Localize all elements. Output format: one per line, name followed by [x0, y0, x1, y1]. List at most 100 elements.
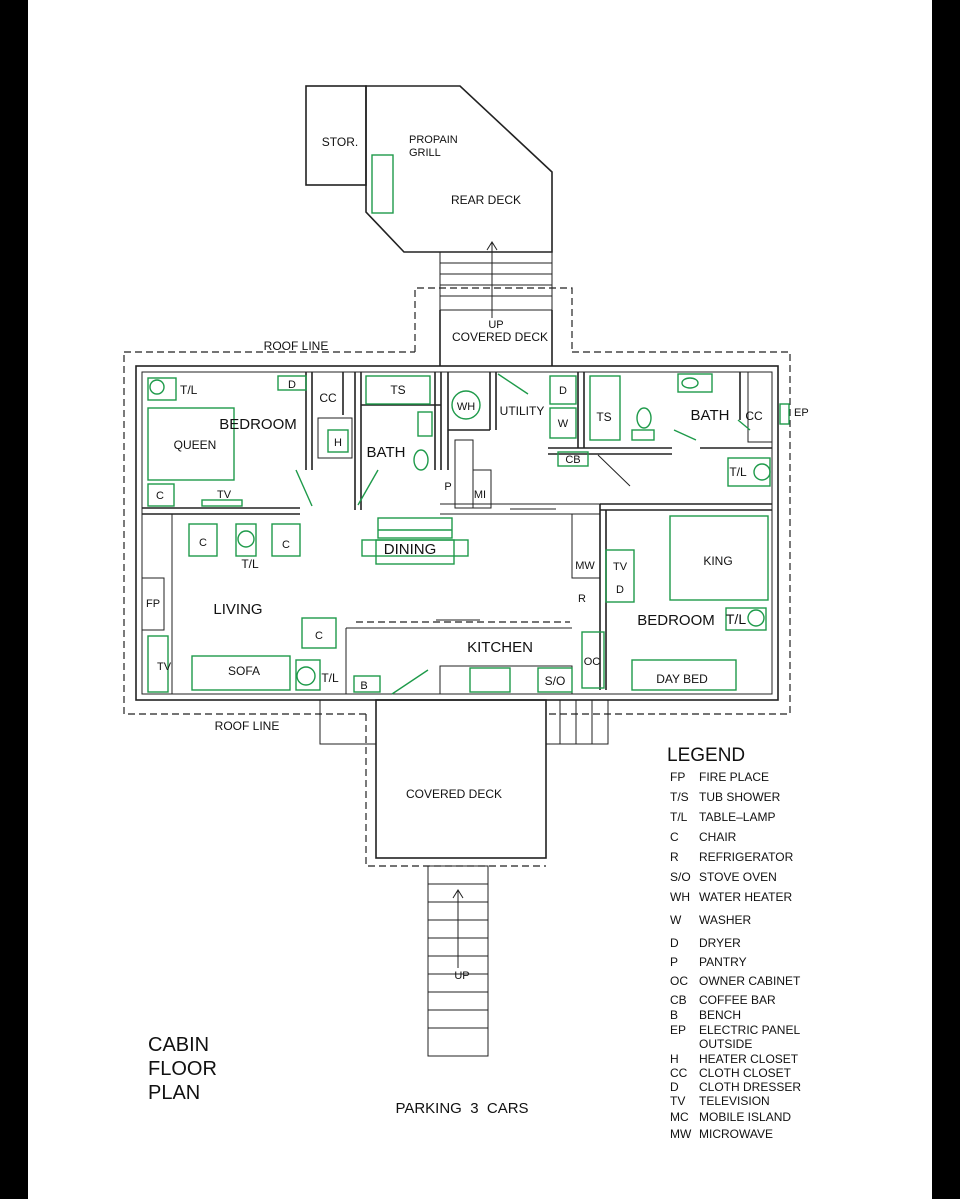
- propain-label-2: GRILL: [409, 147, 441, 159]
- stor-label: STOR.: [322, 135, 358, 149]
- furniture: [147, 373, 790, 693]
- legend-desc: CHAIR: [699, 830, 737, 844]
- legend-key: EP: [670, 1023, 686, 1037]
- tv-bed2: TV: [613, 561, 628, 573]
- so-label: S/O: [545, 674, 566, 688]
- ep-label: EP: [794, 407, 809, 419]
- legend-desc: FIRE PLACE: [699, 770, 769, 784]
- tl-sofa: T/L: [321, 671, 339, 685]
- cc-bed1: CC: [319, 391, 337, 405]
- legend-desc: PANTRY: [699, 955, 747, 969]
- mi-label: MI: [474, 489, 486, 501]
- legend-desc: TUB SHOWER: [699, 790, 781, 804]
- c-living2: C: [282, 539, 290, 551]
- bath1-label: BATH: [367, 444, 406, 461]
- legend-desc: REFRIGERATOR: [699, 850, 794, 864]
- day-bed-label: DAY BED: [656, 672, 708, 686]
- house-walls: [135, 365, 779, 701]
- legend-desc: CLOTH CLOSET: [699, 1066, 792, 1080]
- legend-key: S/O: [670, 870, 691, 884]
- legend-key: MW: [670, 1127, 692, 1141]
- legend-desc: CLOTH DRESSER: [699, 1080, 801, 1094]
- bath2-label: BATH: [691, 407, 730, 424]
- ts-bath1: TS: [390, 383, 405, 397]
- legend-key: R: [670, 850, 679, 864]
- legend-desc: MOBILE ISLAND: [699, 1110, 791, 1124]
- legend-key: WH: [670, 890, 690, 904]
- rear-deck-label: REAR DECK: [451, 193, 521, 207]
- legend-desc: TELEVISION: [699, 1094, 770, 1108]
- up-label-bottom: UP: [454, 970, 469, 982]
- legend-key: C: [670, 830, 679, 844]
- legend-key: OC: [670, 974, 688, 988]
- legend-desc: HEATER CLOSET: [699, 1052, 799, 1066]
- tl-living: T/L: [241, 557, 259, 571]
- legend-key: CB: [670, 993, 687, 1007]
- legend-desc: STOVE OVEN: [699, 870, 777, 884]
- tv-bed1: TV: [217, 489, 232, 501]
- legend-key: T/L: [670, 810, 688, 824]
- legend-desc: OWNER CABINET: [699, 974, 801, 988]
- p-label: P: [444, 481, 451, 493]
- front-deck-structure: [319, 699, 609, 1057]
- legend-desc: TABLE–LAMP: [699, 810, 775, 824]
- c-living3: C: [315, 630, 323, 642]
- legend-desc: MICROWAVE: [699, 1127, 773, 1141]
- legend-key: B: [670, 1008, 678, 1022]
- legend-key: TV: [670, 1094, 685, 1108]
- parking-label: PARKING 3 CARS: [395, 1100, 528, 1117]
- bedroom1-label: BEDROOM: [219, 416, 297, 433]
- floor-plan-sheet: STOR. PROPAIN GRILL REAR DECK UP COVERED…: [28, 0, 932, 1199]
- legend-desc: WATER HEATER: [699, 890, 792, 904]
- legend-key: MC: [670, 1110, 689, 1124]
- roof-line-bottom-label: ROOF LINE: [215, 719, 280, 733]
- h-label: H: [334, 437, 342, 449]
- up-label-top: UP: [488, 319, 503, 331]
- covered-deck-bottom-label: COVERED DECK: [406, 787, 502, 801]
- propain-label-1: PROPAIN: [409, 134, 458, 146]
- legend-title: LEGEND: [667, 745, 745, 766]
- king-label: KING: [703, 554, 732, 568]
- cb-label: CB: [565, 454, 580, 466]
- legend-key: P: [670, 955, 678, 969]
- sofa-label: SOFA: [228, 664, 260, 678]
- fp-label: FP: [146, 598, 160, 610]
- legend-desc: BENCH: [699, 1008, 741, 1022]
- title-line-2: FLOOR: [148, 1058, 217, 1080]
- d-bed1: D: [288, 379, 296, 391]
- covered-deck-top-label: COVERED DECK: [452, 330, 548, 344]
- d-util: D: [559, 385, 567, 397]
- mw-label: MW: [575, 560, 595, 572]
- kitchen-label: KITCHEN: [467, 639, 533, 656]
- dining-label: DINING: [384, 541, 437, 558]
- bedroom2-label: BEDROOM: [637, 612, 715, 629]
- legend-key: CC: [670, 1066, 688, 1080]
- floor-plan-drawing: STOR. PROPAIN GRILL REAR DECK UP COVERED…: [123, 85, 809, 1141]
- tl-bed2-top: T/L: [729, 465, 747, 479]
- oc-label: OC: [584, 656, 601, 668]
- living-label: LIVING: [213, 601, 262, 618]
- w-util: W: [558, 418, 569, 430]
- d-bed2: D: [616, 584, 624, 596]
- tl-bed2: T/L: [726, 611, 746, 627]
- title-line-3: PLAN: [148, 1082, 200, 1104]
- legend-key: H: [670, 1052, 679, 1066]
- cc-bath2: CC: [745, 409, 763, 423]
- legend-key: W: [670, 913, 682, 927]
- legend-key: T/S: [670, 790, 689, 804]
- utility-label: UTILITY: [500, 404, 545, 418]
- roof-line: [123, 351, 791, 715]
- c-bed1: C: [156, 490, 164, 502]
- legend-desc: ELECTRIC PANEL: [699, 1023, 800, 1037]
- legend-desc: DRYER: [699, 936, 741, 950]
- queen-label: QUEEN: [174, 438, 217, 452]
- ts-bath2: TS: [596, 410, 611, 424]
- r-label: R: [578, 593, 586, 605]
- legend-desc: WASHER: [699, 913, 752, 927]
- c-living1: C: [199, 537, 207, 549]
- rear-deck-structure: [305, 85, 573, 366]
- legend-desc: COFFEE BAR: [699, 993, 776, 1007]
- legend-key: FP: [670, 770, 685, 784]
- tv-living: TV: [157, 661, 172, 673]
